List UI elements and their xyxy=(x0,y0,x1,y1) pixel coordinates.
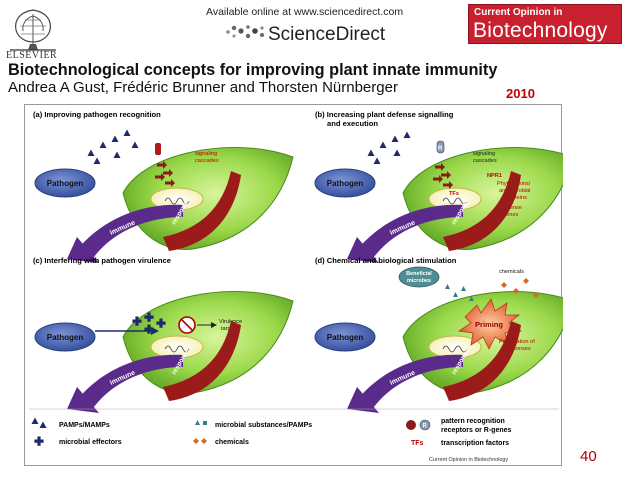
legend-tfs-symbol: TFs xyxy=(411,440,424,447)
elsevier-tree-logo xyxy=(6,4,60,52)
panel-a-pathogen-label: Pathogen xyxy=(47,179,84,188)
legend-microbial-effectors: microbial effectors xyxy=(59,439,122,446)
panel-d-chemicals-label: chemicals xyxy=(499,269,524,275)
figure-source: Current Opinion in Biotechnology xyxy=(429,457,508,463)
sciencedirect-logo: ScienceDirect xyxy=(268,24,386,45)
paper-year: 2010 xyxy=(506,86,535,101)
panel-b-signaling-label: signaling xyxy=(473,151,495,157)
paper-title: Biotechnological concepts for improving … xyxy=(8,61,498,79)
panel-a-receptor-icon xyxy=(155,143,161,155)
panel-c-virulence-label: Virulence xyxy=(219,319,242,325)
panel-a-signaling-label: signaling xyxy=(195,151,217,157)
paper-authors: Andrea A Gust, Frédéric Brunner and Thor… xyxy=(8,79,398,96)
journal-badge-top: Current Opinion in xyxy=(474,7,563,18)
legend-receptor-red xyxy=(406,420,416,430)
panel-b-genes-label: genes xyxy=(503,212,518,218)
panel-b-pathogen-label: Pathogen xyxy=(327,179,364,188)
panel-d-responses-label: responses xyxy=(505,346,531,352)
legend-transcription-factors: transcription factors xyxy=(441,440,509,447)
available-online-text: Available online at www.sciencedirect.co… xyxy=(206,6,404,18)
panel-b-npr1-label: NPR1 xyxy=(487,173,502,179)
legend-pamps: PAMPs/MAMPs xyxy=(59,422,110,429)
panel-d-priming-label: Priming xyxy=(475,320,503,329)
panel-b-proteins-label: proteins xyxy=(507,195,527,201)
panel-b-title: (b) Increasing plant defense signalling xyxy=(315,110,454,119)
legend-receptor-r xyxy=(419,419,431,431)
legend-r-symbol: R xyxy=(423,424,428,430)
panel-d-beneficial-microbes xyxy=(398,266,440,288)
panel-d-pathogen-label: Pathogen xyxy=(327,333,364,342)
journal-badge: Current Opinion in Biotechnology xyxy=(468,4,622,44)
panel-a-cascades-label: cascades xyxy=(195,158,219,164)
panel-d-microbes-label: microbes xyxy=(407,278,431,284)
legend-chemicals: chemicals xyxy=(215,439,249,446)
figure-panel: (a) Improving pathogen recognition Patho… xyxy=(24,104,563,466)
panel-b-title-line2: and execution xyxy=(327,119,378,128)
panel-c-nucleus xyxy=(150,335,204,359)
panel-b-defense-label: Defense xyxy=(501,205,522,211)
legend-pattern-recognition-2: receptors or R-genes xyxy=(441,427,512,434)
panel-d-beneficial-label: Beneficial xyxy=(406,271,432,277)
panel-c-pathogen-label: Pathogen xyxy=(47,333,84,342)
panel-b-tfs-label: TFs xyxy=(449,191,459,197)
sciencedirect-dots-icon xyxy=(226,25,264,39)
elsevier-wordmark: ELSEVIER xyxy=(6,50,58,61)
figure-diagram: (a) Improving pathogen recognition Patho… xyxy=(29,110,563,463)
journal-badge-name: Biotechnology xyxy=(473,19,608,42)
panel-a-title: (a) Improving pathogen recognition xyxy=(33,110,161,119)
panel-c-title: (c) Interfering with pathogen virulence xyxy=(33,256,171,265)
panel-b-cascades-label: cascades xyxy=(473,158,497,164)
legend-pattern-recognition-1: pattern recognition xyxy=(441,418,505,425)
legend-microbial-substances: microbial substances/PAMPs xyxy=(215,422,312,429)
panel-b-receptor-icon xyxy=(436,140,445,154)
panel-d-title: (d) Chemical and biological stimulation xyxy=(315,256,457,265)
page-number: 40 xyxy=(580,448,597,465)
panel-b-r-symbol: R xyxy=(438,146,443,152)
